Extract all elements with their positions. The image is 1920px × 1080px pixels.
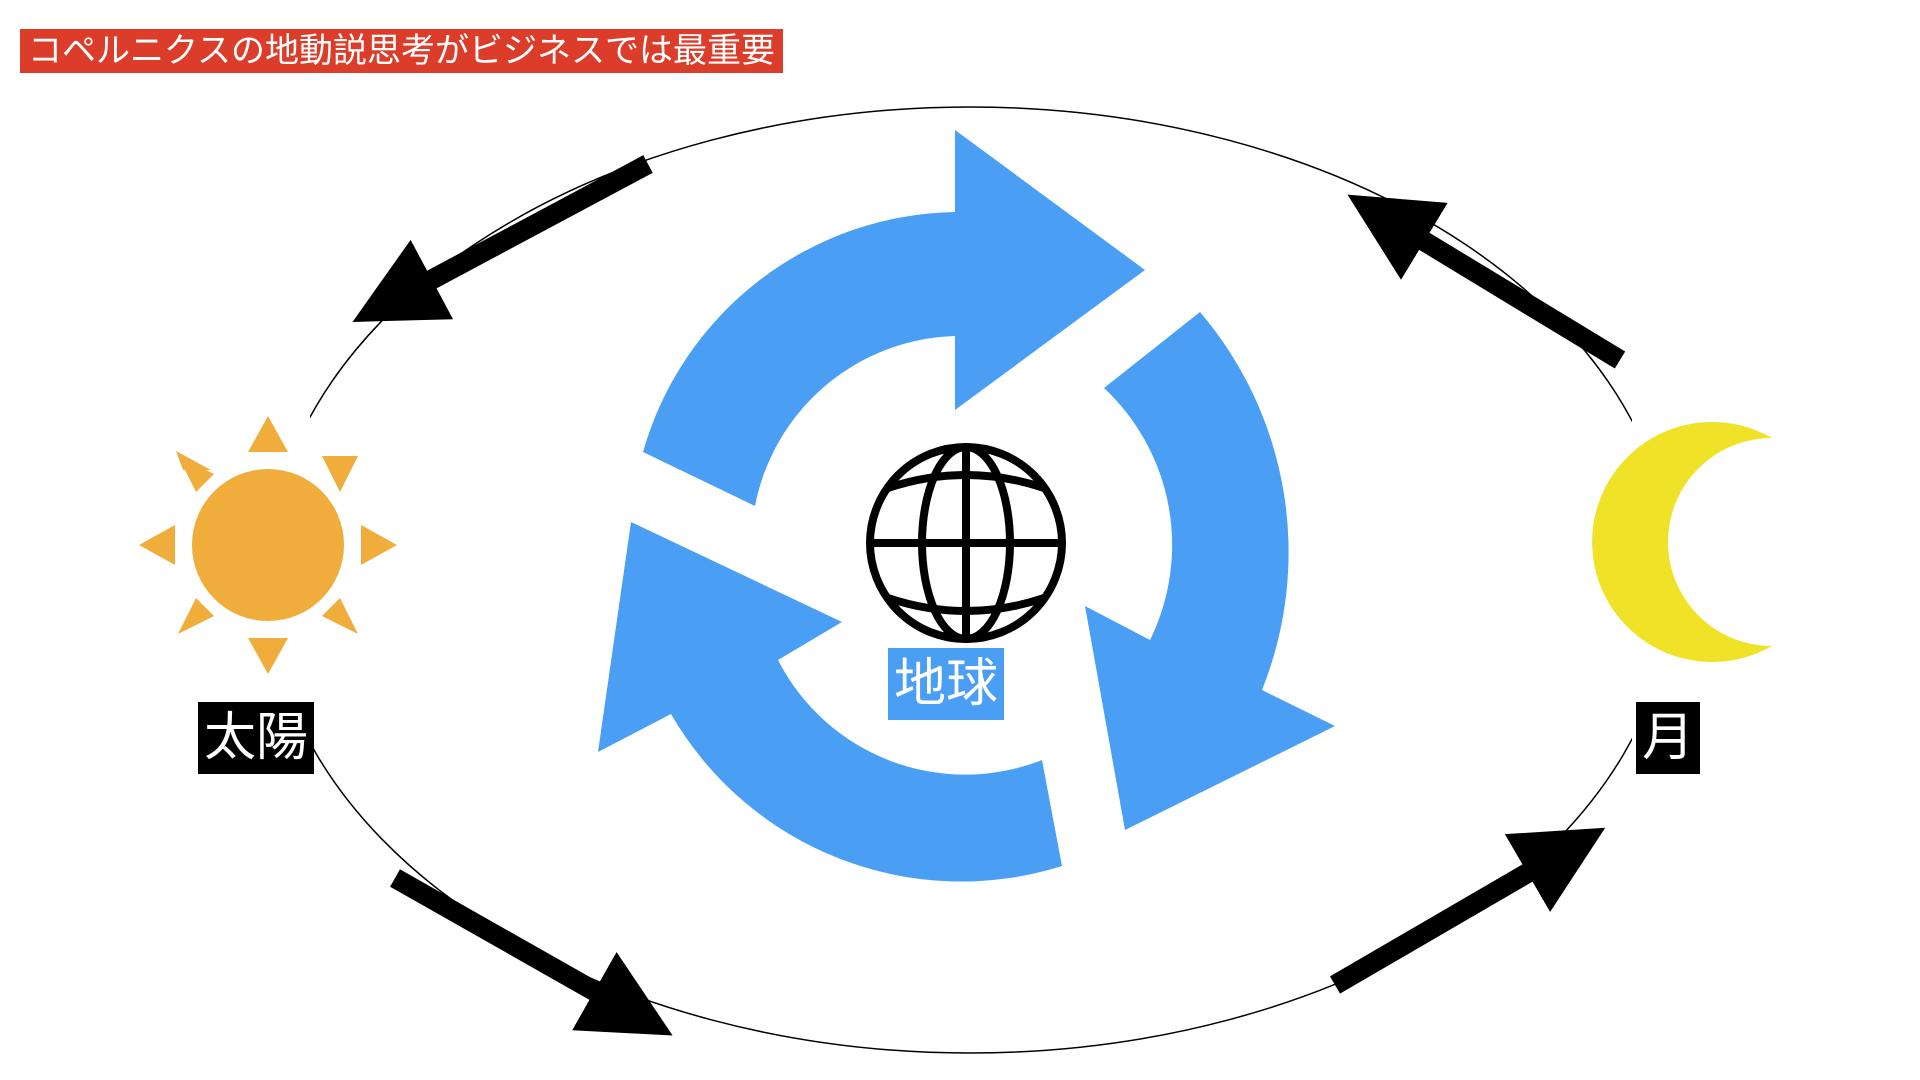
orbit-arrow-icon [1347,194,1626,369]
orbit-arrow-icon [352,155,653,322]
orbit-arrow-icon [390,869,673,1036]
globe-icon [866,443,1066,643]
earth-label: 地球 [888,648,1005,720]
cycle-arrow-top [643,130,1145,506]
orbit-arrow-icon [1329,827,1606,994]
cycle-arrow-right [1085,312,1335,830]
page-title: コペルニクスの地動説思考がビジネスでは最重要 [20,29,783,73]
moon-label: 月 [1636,702,1701,774]
sun-label: 太陽 [198,702,315,774]
cycle-arrow-bottom [598,522,1062,882]
crescent-moon-icon [1592,422,1772,662]
sun-icon [139,416,397,674]
cycle-arrows-icon [598,130,1335,882]
orbit-arrows [352,155,1626,1036]
